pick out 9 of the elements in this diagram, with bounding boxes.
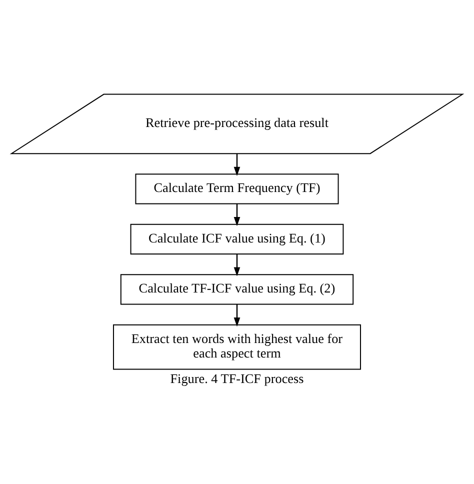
node-box: Extract ten words with highest value for each aspect term (113, 324, 361, 370)
node-box: Calculate ICF value using Eq. (1) (130, 223, 344, 254)
arrow (234, 153, 240, 176)
arrow (234, 304, 240, 326)
arrow (234, 203, 240, 226)
node-box: Calculate TF-ICF value using Eq. (2) (120, 274, 354, 304)
caption: Figure. 4 TF-ICF process (170, 370, 304, 386)
arrow (234, 254, 240, 276)
node-box: Calculate Term Frequency (TF) (135, 173, 339, 204)
